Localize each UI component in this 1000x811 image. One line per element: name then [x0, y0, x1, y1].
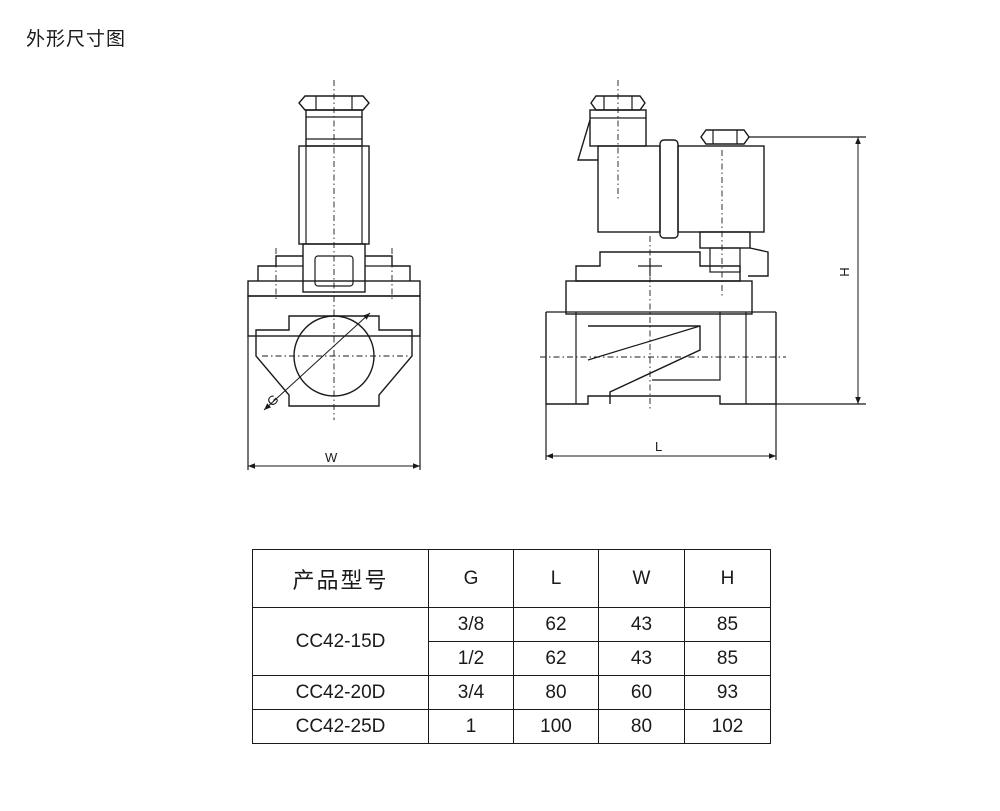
h-cell: 85 — [684, 607, 771, 642]
w-cell: 43 — [598, 607, 685, 642]
l-cell: 62 — [513, 641, 599, 676]
front-stem — [305, 109, 363, 147]
header-g: G — [428, 549, 514, 608]
table-row: CC42-20D 3/4 80 60 93 — [252, 675, 771, 710]
table-header-row: 产品型号 G L W H — [252, 549, 771, 608]
g-cell: 3/4 — [428, 675, 514, 710]
w-cell: 43 — [598, 641, 685, 676]
h-cell: 85 — [684, 641, 771, 676]
side-view: L H — [540, 80, 866, 460]
g-cell: 1 — [428, 709, 514, 744]
header-w: W — [598, 549, 685, 608]
model-cell: CC42-20D — [252, 675, 429, 710]
dim-h-label: H — [837, 267, 852, 276]
side-connector — [597, 145, 661, 233]
dimension-table: 产品型号 G L W H CC42-15D 3/8 62 43 85 1/2 6… — [252, 549, 771, 744]
side-coil — [677, 145, 765, 233]
table-row: 1/2 62 43 85 — [253, 641, 771, 676]
l-cell: 100 — [513, 709, 599, 744]
header-h: H — [684, 549, 771, 608]
h-cell: 102 — [684, 709, 771, 744]
page-title: 外形尺寸图 — [26, 28, 127, 50]
g-cell: 1/2 — [428, 641, 514, 676]
g-cell: 3/8 — [428, 607, 514, 642]
table-row: CC42-25D 1 100 80 102 — [252, 709, 771, 744]
w-cell: 80 — [598, 709, 685, 744]
front-hex-nut — [298, 95, 370, 111]
side-right-nut — [700, 129, 750, 145]
model-cell: CC42-25D — [252, 709, 429, 744]
model-cell: CC42-15D — [252, 607, 429, 676]
table-row: CC42-15D 3/8 62 43 85 — [252, 607, 771, 676]
w-cell: 60 — [598, 675, 685, 710]
h-cell: 93 — [684, 675, 771, 710]
dim-g-label: G — [264, 391, 282, 409]
front-view: G W — [247, 80, 421, 470]
l-cell: 80 — [513, 675, 599, 710]
dim-w-label: W — [325, 450, 338, 465]
header-l: L — [513, 549, 599, 608]
header-model: 产品型号 — [252, 549, 429, 608]
l-cell: 62 — [513, 607, 599, 642]
dim-l-label: L — [655, 439, 662, 454]
